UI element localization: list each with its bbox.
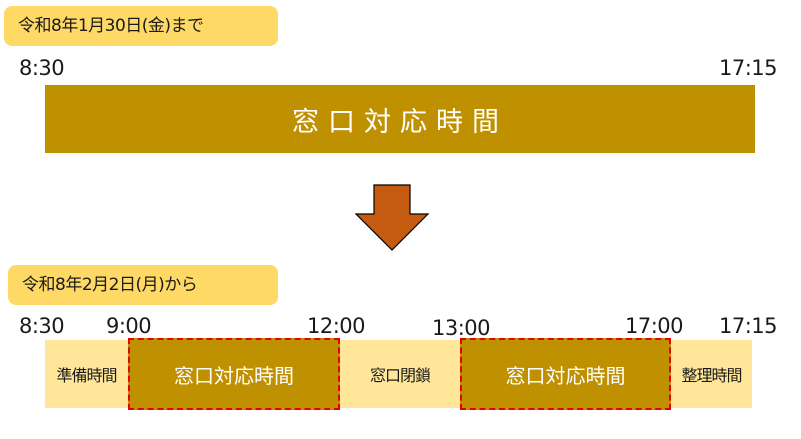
before-end-time: 17:15 — [719, 56, 778, 80]
down-arrow-icon — [355, 184, 430, 251]
before-service-hours-label: 窓口対応時間 — [292, 106, 508, 138]
segment-morning-service-label: 窓口対応時間 — [174, 363, 294, 388]
after-time-1200: 12:00 — [307, 314, 366, 338]
segment-wrapup-label: 整理時間 — [681, 366, 742, 385]
before-service-hours-bar: 窓口対応時間 — [45, 85, 755, 153]
after-time-1700: 17:00 — [625, 314, 684, 338]
segment-afternoon-service: 窓口対応時間 — [460, 338, 671, 410]
before-date-badge: 令和8年1月30日(金)まで — [4, 6, 278, 46]
after-time-1715: 17:15 — [719, 314, 778, 338]
after-timeline-strip: 準備時間 窓口対応時間 窓口閉鎖 窓口対応時間 整理時間 — [45, 338, 752, 410]
segment-morning-service: 窓口対応時間 — [128, 338, 340, 410]
segment-closed: 窓口閉鎖 — [340, 340, 460, 408]
after-time-0900: 9:00 — [106, 314, 152, 338]
segment-closed-label: 窓口閉鎖 — [369, 366, 431, 385]
after-time-1300: 13:00 — [432, 316, 491, 340]
segment-wrapup: 整理時間 — [671, 340, 752, 408]
before-start-time: 8:30 — [19, 56, 65, 80]
after-time-0830: 8:30 — [19, 314, 65, 338]
segment-afternoon-service-label: 窓口対応時間 — [505, 363, 626, 388]
segment-preparation: 準備時間 — [45, 340, 128, 408]
segment-preparation-label: 準備時間 — [56, 366, 117, 385]
after-date-badge: 令和8年2月2日(月)から — [8, 265, 278, 305]
